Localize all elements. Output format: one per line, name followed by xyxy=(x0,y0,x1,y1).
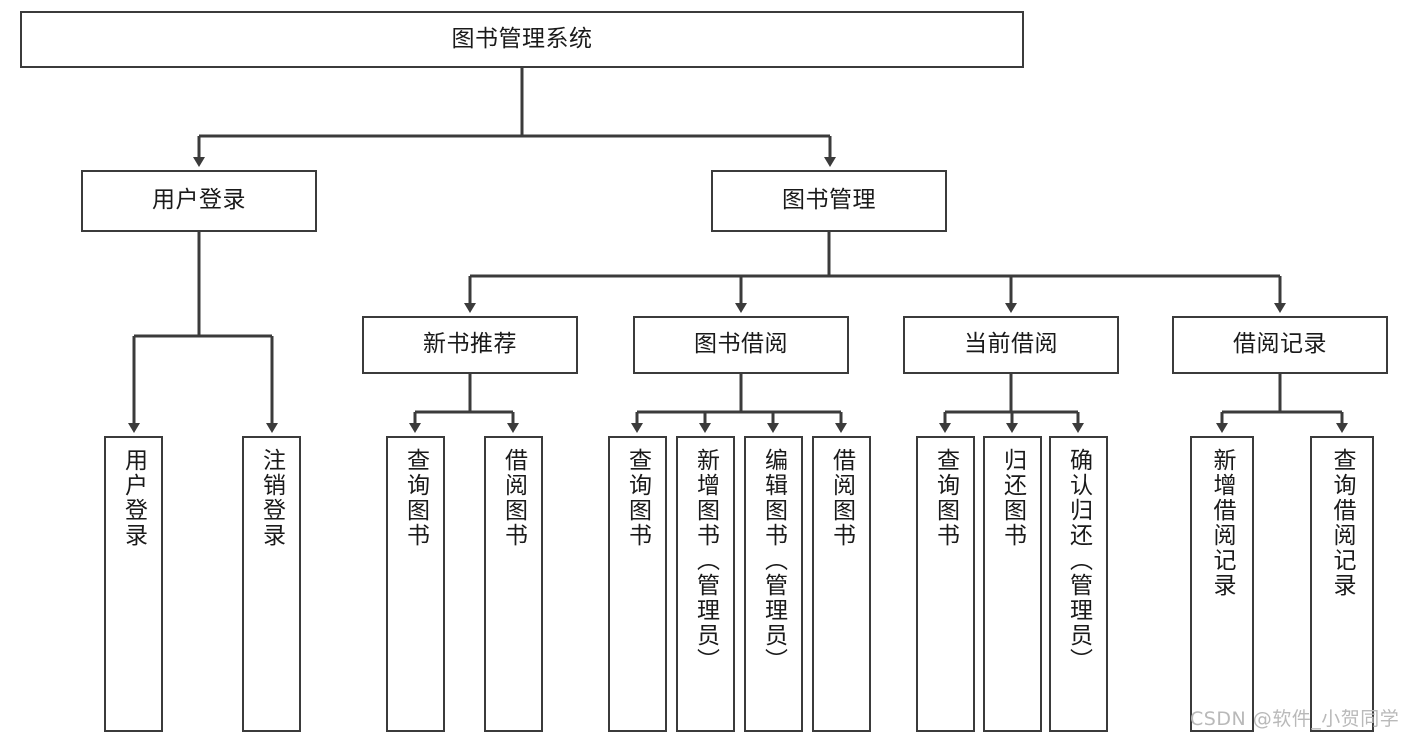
leaf-user-login-label: 用户登录 xyxy=(120,448,147,548)
node-new-book-recommend-label: 新书推荐 xyxy=(423,331,517,358)
leaf-query-book-borrow[interactable]: 查询图书 xyxy=(608,436,667,732)
leaf-confirm-return-admin-label: 确认归还（管理员） xyxy=(1065,448,1092,673)
leaf-query-borrow-record[interactable]: 查询借阅记录 xyxy=(1310,436,1374,732)
leaf-borrow-book[interactable]: 借阅图书 xyxy=(812,436,871,732)
node-user-login[interactable]: 用户登录 xyxy=(81,170,317,232)
node-book-management-label: 图书管理 xyxy=(782,187,876,214)
node-book-borrow-label: 图书借阅 xyxy=(694,331,788,358)
leaf-add-book-admin[interactable]: 新增图书（管理员） xyxy=(676,436,735,732)
leaf-borrow-book-recommend[interactable]: 借阅图书 xyxy=(484,436,543,732)
leaf-return-book[interactable]: 归还图书 xyxy=(983,436,1042,732)
node-root[interactable]: 图书管理系统 xyxy=(20,11,1024,68)
node-borrow-record-label: 借阅记录 xyxy=(1233,331,1327,358)
leaf-borrow-book-recommend-label: 借阅图书 xyxy=(500,448,527,548)
leaf-logout-label: 注销登录 xyxy=(258,448,285,548)
node-root-label: 图书管理系统 xyxy=(451,25,593,52)
leaf-borrow-book-label: 借阅图书 xyxy=(828,448,855,548)
node-user-login-label: 用户登录 xyxy=(152,187,246,214)
leaf-query-book-recommend-label: 查询图书 xyxy=(402,448,429,548)
leaf-user-login[interactable]: 用户登录 xyxy=(104,436,163,732)
leaf-logout[interactable]: 注销登录 xyxy=(242,436,301,732)
node-current-borrow-label: 当前借阅 xyxy=(964,331,1058,358)
leaf-query-book-borrow-label: 查询图书 xyxy=(624,448,651,548)
leaf-query-book-recommend[interactable]: 查询图书 xyxy=(386,436,445,732)
watermark: CSDN @软件_小贺同学 xyxy=(1190,708,1400,730)
leaf-query-book-current-label: 查询图书 xyxy=(932,448,959,548)
node-book-management[interactable]: 图书管理 xyxy=(711,170,947,232)
leaf-edit-book-admin-label: 编辑图书（管理员） xyxy=(760,448,787,673)
leaf-add-book-admin-label: 新增图书（管理员） xyxy=(692,448,719,673)
leaf-add-borrow-record[interactable]: 新增借阅记录 xyxy=(1190,436,1254,732)
node-book-borrow[interactable]: 图书借阅 xyxy=(633,316,849,374)
node-current-borrow[interactable]: 当前借阅 xyxy=(903,316,1119,374)
leaf-query-borrow-record-label: 查询借阅记录 xyxy=(1329,448,1356,598)
leaf-query-book-current[interactable]: 查询图书 xyxy=(916,436,975,732)
node-new-book-recommend[interactable]: 新书推荐 xyxy=(362,316,578,374)
leaf-return-book-label: 归还图书 xyxy=(999,448,1026,548)
leaf-edit-book-admin[interactable]: 编辑图书（管理员） xyxy=(744,436,803,732)
node-borrow-record[interactable]: 借阅记录 xyxy=(1172,316,1388,374)
leaf-add-borrow-record-label: 新增借阅记录 xyxy=(1209,448,1236,598)
leaf-confirm-return-admin[interactable]: 确认归还（管理员） xyxy=(1049,436,1108,732)
